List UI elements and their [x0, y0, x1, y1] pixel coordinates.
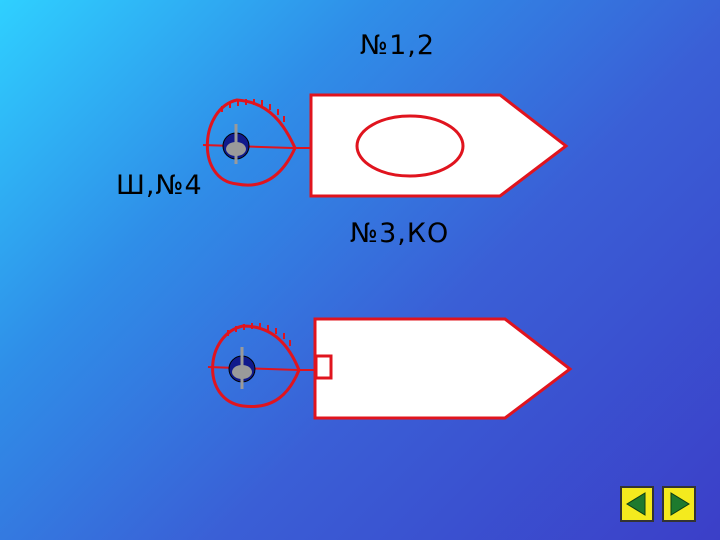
next-button[interactable]	[662, 486, 696, 522]
bottom-dial-outline	[211, 324, 301, 409]
top-dial-ticks	[221, 99, 285, 122]
label-left: Ш,№4	[116, 170, 203, 201]
bottom-notch	[314, 354, 333, 380]
top-dial-outline	[205, 98, 297, 187]
label-top: №1,2	[360, 30, 436, 61]
bottom-dial-ticks	[227, 323, 291, 346]
triangle-right-icon	[670, 492, 690, 516]
bottom-arrow-shape[interactable]	[313, 317, 573, 420]
label-middle: №3,КО	[350, 218, 450, 249]
previous-button[interactable]	[620, 486, 654, 522]
top-ellipse[interactable]	[355, 114, 465, 178]
top-dial-group	[202, 93, 569, 198]
bottom-dial-group	[207, 317, 573, 420]
triangle-left-icon	[626, 492, 646, 516]
